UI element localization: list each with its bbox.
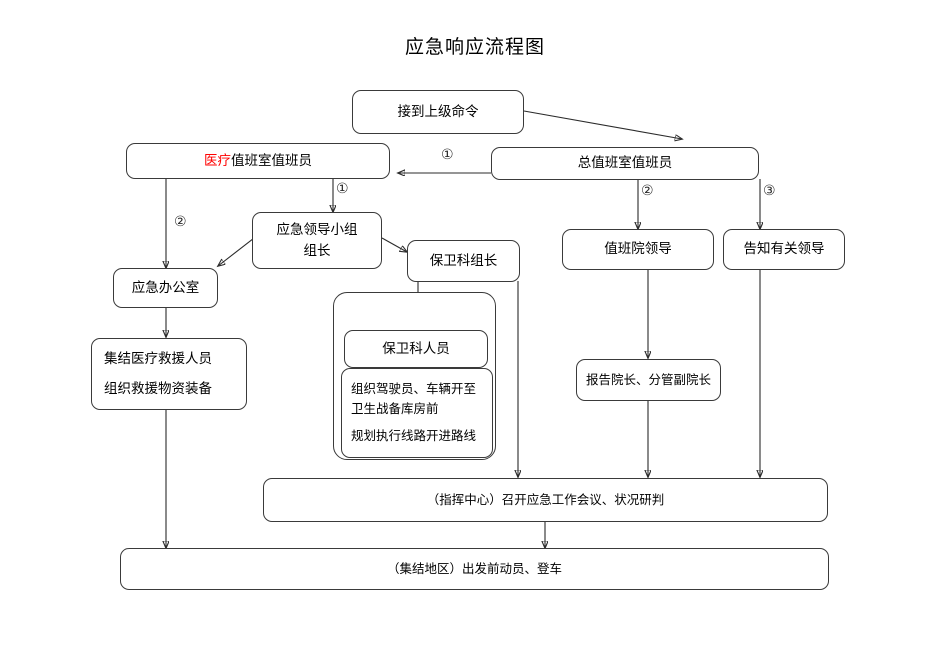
node-medical-duty[interactable]: 医疗值班室值班员: [126, 143, 390, 179]
node-duty-exec-label: 值班院领导: [604, 241, 672, 258]
node-security-task-line-2: 卫生战备库房前: [351, 400, 439, 416]
node-general-duty[interactable]: 总值班室值班员: [491, 147, 759, 180]
node-notify-lead[interactable]: 告知有关领导: [723, 229, 845, 270]
node-medical-duty-accent: 医疗: [204, 152, 231, 169]
node-report[interactable]: 报告院长、分管副院长: [576, 359, 721, 401]
node-muster-label: （集结地区）出发前动员、登车: [386, 560, 562, 576]
node-notify-lead-label: 告知有关领导: [743, 241, 825, 258]
node-report-label: 报告院长、分管副院长: [585, 371, 711, 387]
node-duty-exec[interactable]: 值班院领导: [562, 229, 714, 270]
node-muster[interactable]: （集结地区）出发前动员、登车: [120, 548, 829, 590]
node-command-label: （指挥中心）召开应急工作会议、状况研判: [426, 491, 665, 507]
node-emg-office[interactable]: 应急办公室: [113, 268, 218, 308]
marker-general-to-notify-lead: ③: [763, 183, 776, 199]
node-security-head[interactable]: 保卫科组长: [407, 240, 520, 282]
node-assemble-line-2: 组织救援物资装备: [104, 380, 212, 397]
node-emg-leader-line-1: 应急领导小组: [276, 221, 358, 238]
node-order-label: 接到上级命令: [397, 103, 479, 120]
node-general-duty-label: 总值班室值班员: [577, 155, 673, 172]
node-security-task-line-1: 组织驾驶员、车辆开至: [351, 380, 477, 396]
edge-emg-leader-to-security-head: [381, 237, 407, 252]
page-title: 应急响应流程图: [404, 36, 545, 58]
node-assemble-line-1: 集结医疗救援人员: [104, 351, 212, 368]
marker-medical-to-emg-office: ②: [174, 214, 187, 230]
node-security-staff-label: 保卫科人员: [382, 340, 450, 357]
node-medical-duty-rest: 值班室值班员: [231, 152, 312, 169]
node-emg-leader[interactable]: 应急领导小组 组长: [252, 212, 382, 269]
node-order[interactable]: 接到上级命令: [352, 90, 524, 134]
marker-medical-to-emg-leader: ①: [336, 181, 349, 197]
marker-general-to-medical: ①: [441, 147, 454, 163]
node-security-staff[interactable]: 保卫科人员: [344, 330, 488, 368]
node-emg-leader-line-2: 组长: [303, 243, 331, 259]
marker-general-to-duty-exec: ②: [641, 183, 654, 199]
node-emg-office-label: 应急办公室: [131, 279, 200, 296]
node-security-task[interactable]: 组织驾驶员、车辆开至 卫生战备库房前 规划执行线路开进路线: [341, 368, 493, 458]
node-command[interactable]: （指挥中心）召开应急工作会议、状况研判: [263, 478, 828, 522]
node-medical-duty-label: 医疗值班室值班员: [204, 151, 312, 171]
node-assemble[interactable]: 集结医疗救援人员 组织救援物资装备: [91, 338, 247, 410]
edge-order-to-general-duty: [523, 110, 682, 139]
node-security-head-label: 保卫科组长: [429, 252, 498, 269]
node-security-task-line-3: 规划执行线路开进路线: [351, 428, 477, 444]
